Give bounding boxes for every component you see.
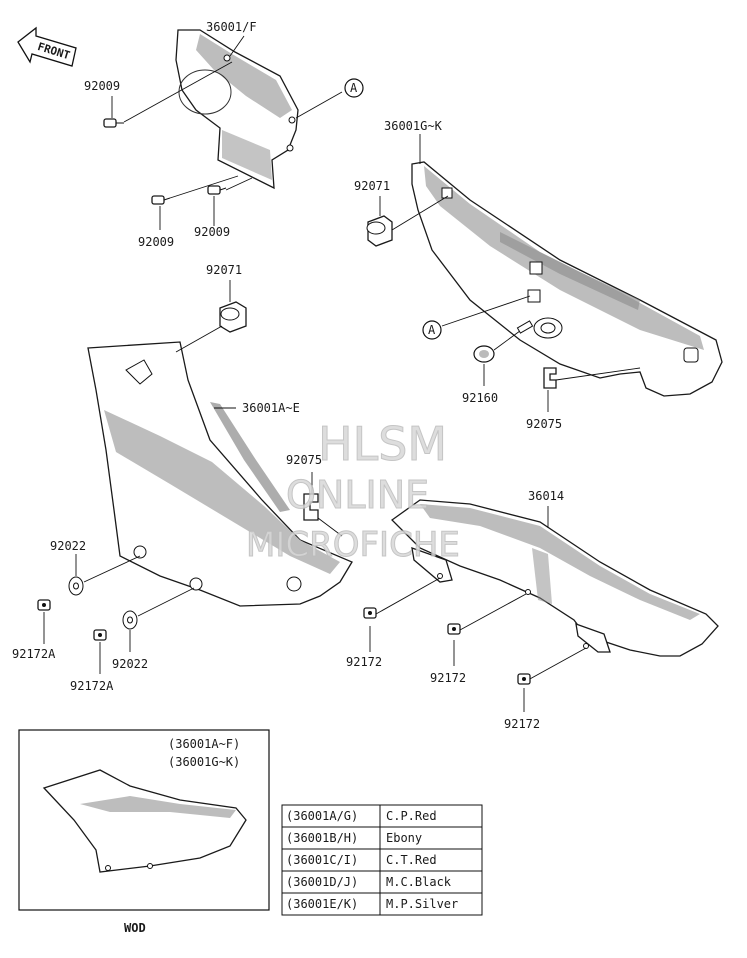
table-code: (36001C/I) (286, 853, 358, 867)
part-label: 92172 (430, 671, 466, 685)
table-code: (36001E/K) (286, 897, 358, 911)
table-code: (36001B/H) (286, 831, 358, 845)
reference-marker-a: A (422, 320, 442, 340)
part-label: 36001G~K (384, 119, 443, 133)
part-label: 92071 (206, 263, 242, 277)
front-arrow-icon: FRONT (17, 26, 77, 67)
bolt-icon (151, 195, 171, 205)
bolt-icon (207, 185, 227, 195)
washer-icon (68, 576, 84, 596)
bolt-icon (447, 623, 461, 635)
clip-icon (543, 367, 557, 389)
bolt-icon (517, 673, 531, 685)
part-label: 36001/F (206, 20, 257, 34)
right-side-cover (411, 161, 723, 397)
part-label: 36001A~E (242, 401, 300, 415)
svg-text:A: A (350, 81, 358, 95)
table-color: C.P.Red (386, 809, 437, 823)
clip-icon (303, 493, 319, 521)
part-label: 92071 (354, 179, 390, 193)
svg-text:A: A (428, 323, 436, 337)
part-label: 92160 (462, 391, 498, 405)
watermark-line-3: MICROFICHE (246, 525, 460, 565)
reference-marker-a: A (344, 78, 364, 98)
variant-inset: (36001A~F) (36001G~K) (18, 729, 270, 911)
part-label: 92075 (286, 453, 322, 467)
part-label: 92172 (346, 655, 382, 669)
left-side-cover (87, 341, 353, 607)
washer-icon (122, 610, 138, 630)
inset-line-2: (36001G~K) (168, 755, 240, 769)
part-label: 92009 (84, 79, 120, 93)
inset-caption: WOD (124, 921, 146, 935)
table-code: (36001A/G) (286, 809, 358, 823)
table-color: Ebony (386, 831, 422, 845)
bolt-icon (37, 599, 51, 611)
table-code: (36001D/J) (286, 875, 358, 889)
part-label: 92172A (12, 647, 56, 661)
sprocket-cover (175, 29, 299, 190)
part-label: 92022 (112, 657, 148, 671)
table-color: C.T.Red (386, 853, 437, 867)
part-label: 92009 (194, 225, 230, 239)
part-label: 92009 (138, 235, 174, 249)
bolt-icon (93, 629, 107, 641)
watermark-line-2: ONLINE (286, 473, 429, 517)
table-color: M.C.Black (386, 875, 452, 889)
bolt-icon (103, 118, 124, 128)
chain-guard (390, 499, 719, 657)
watermark: HLSM ONLINE MICROFICHE (246, 417, 461, 566)
grommet-icon (366, 215, 393, 247)
part-label: 92172 (504, 717, 540, 731)
part-label: 92172A (70, 679, 114, 693)
color-table: (36001A/G) C.P.Red (36001B/H) Ebony (360… (281, 804, 483, 916)
table-color: M.P.Silver (386, 897, 458, 911)
part-label: 92075 (526, 417, 562, 431)
watermark-line-1: HLSM (318, 417, 447, 471)
grommet-icon (473, 345, 495, 363)
part-label: 92022 (50, 539, 86, 553)
inset-line-1: (36001A~F) (168, 737, 240, 751)
grommet-icon (219, 301, 247, 333)
part-label: 36014 (528, 489, 564, 503)
bolt-icon (363, 607, 377, 619)
